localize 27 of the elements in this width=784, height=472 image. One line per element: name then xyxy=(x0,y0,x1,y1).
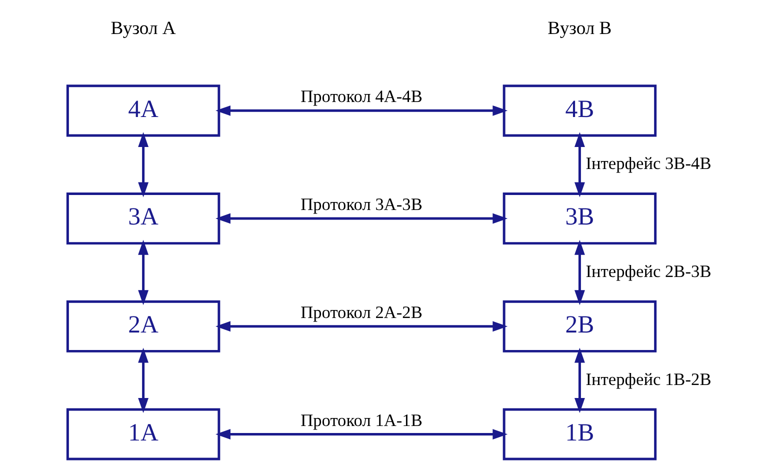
edge-label: Протокол 2А-2В xyxy=(300,302,422,322)
node-box: 2В xyxy=(502,300,656,352)
arrow xyxy=(215,428,508,439)
node-box: 1В xyxy=(502,408,656,460)
edge-label: Інтерфейс 3В-4В xyxy=(585,154,711,173)
arrow xyxy=(138,132,148,197)
arrow xyxy=(215,104,508,116)
node-box: 1А xyxy=(66,408,220,460)
edge-label: Протокол 4А-4В xyxy=(300,86,422,106)
node-box: 3В xyxy=(502,192,656,244)
node-box: 4А xyxy=(66,84,220,136)
arrow xyxy=(574,347,584,412)
label: Вузол В xyxy=(547,17,612,38)
label: Вузол А xyxy=(110,17,176,38)
arrow xyxy=(215,320,508,332)
arrow xyxy=(574,239,584,305)
arrow xyxy=(215,212,508,224)
edge-label: Інтерфейс 2В-3В xyxy=(585,262,711,281)
edge-label: Інтерфейс 1В-2В xyxy=(585,369,711,388)
edge-label: Протокол 1А-1В xyxy=(300,410,422,430)
arrow xyxy=(138,347,148,412)
arrow xyxy=(574,132,584,197)
node-box: 2А xyxy=(66,300,220,352)
arrow xyxy=(138,239,148,305)
edge-label: Протокол 3А-3В xyxy=(300,194,422,214)
node-box: 4В xyxy=(502,84,656,136)
node-box: 3А xyxy=(66,192,220,244)
